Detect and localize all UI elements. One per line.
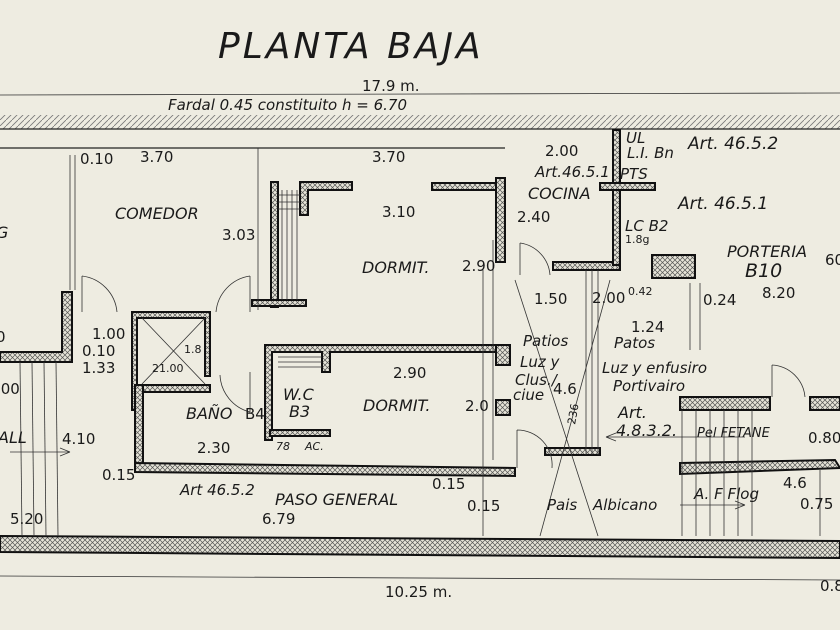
note-ul: UL (626, 129, 645, 147)
dim-2-90-b: 2.90 (393, 364, 426, 382)
room-comedor: COMEDOR (115, 204, 199, 223)
note-clus: Clus./ (515, 371, 559, 389)
dim-3-70-a: 3.70 (140, 148, 173, 166)
note-li-bn: L.I. Bn (627, 144, 674, 162)
dim-8-20: 8.20 (762, 284, 795, 302)
note-78: 78 (276, 440, 290, 453)
dim-3-03: 3.03 (222, 226, 255, 244)
header-note: Fardal 0.45 constituito h = 6.70 (168, 96, 407, 114)
dim-60: 60 (825, 251, 840, 269)
room-paso-general: PASO GENERAL (275, 490, 398, 509)
dim-2-00-top: 2.00 (545, 142, 578, 160)
dim-0-15-b: 0.15 (432, 475, 465, 493)
dim-4-6-b: 4.6 (783, 474, 807, 492)
dim-4-10: 4.10 (62, 430, 95, 448)
overall-dimension-line (0, 92, 840, 96)
dim-0-75: 0.75 (800, 495, 833, 513)
dim-0-15-c: 0.15 (467, 497, 500, 515)
note-patios: Patios (523, 332, 568, 350)
dim-1-8: 1.8 (184, 343, 202, 356)
dimensions: 0.10 3.70 3.70 2.00 3.03 3.10 2.40 2.90 … (0, 142, 840, 595)
note-portivairo: Portivairo (613, 377, 685, 395)
dim-0-8: 0.8 (820, 577, 840, 595)
dim-21-00: 21.00 (152, 362, 184, 375)
dim-0-15-a: 0.15 (102, 466, 135, 484)
dim-1-24: 1.24 (631, 318, 664, 336)
note-art: Art. (617, 403, 647, 422)
room-porteria-code: B10 (745, 260, 782, 282)
note-pts: PTS (620, 165, 648, 183)
room-porteria: PORTERIA (727, 242, 807, 261)
note-art-46-5-2: Art. 46.5.2 (687, 134, 778, 154)
note-albicano: Albicano (592, 496, 657, 514)
dim-2-90-a: 2.90 (462, 257, 495, 275)
note-art-46-5-1-cocina: Art.46.5.1 (534, 163, 610, 181)
note-art-46-5-2-bottom: Art 46.5.2 (179, 481, 255, 499)
dim-2-00-mid: 2.00 (592, 289, 625, 307)
dim-3-70-b: 3.70 (372, 148, 405, 166)
room-wc-code: B3 (289, 402, 310, 421)
room-bano: BAÑO (186, 404, 232, 423)
bottom-dimension-line (0, 575, 840, 581)
dim-0-80: 0.80 (808, 429, 840, 447)
note-ciue: ciue (513, 386, 544, 404)
top-facade-hatch (0, 115, 840, 129)
note-luz-y: Luz y (520, 353, 561, 371)
overall-width: 17.9 m. (362, 77, 420, 95)
room-cocina: COCINA (528, 184, 591, 203)
interior-walls (0, 129, 840, 478)
bottom-wall (0, 534, 840, 560)
dim-0-42: 0.42 (628, 285, 653, 298)
dim-1-50: 1.50 (534, 290, 567, 308)
dim-2-30: 2.30 (197, 439, 230, 457)
note-art-46-5-1: Art. 46.5.1 (677, 194, 768, 214)
note-lc-b2: LC B2 (625, 217, 668, 235)
dim-2-0: 2.0 (465, 397, 489, 415)
dim-4-6-a: 4.6 (553, 380, 577, 398)
dim-5-20: 5.20 (10, 510, 43, 528)
dim-3-10: 3.10 (382, 203, 415, 221)
dim-left-00: .00 (0, 380, 20, 398)
note-4-8-3-2: 4.8.3.2. (616, 421, 677, 440)
note-luz-enfusiro: Luz y enfusiro (602, 359, 707, 377)
stair-and-door-linework (10, 148, 821, 537)
dim-left-0: 0 (0, 328, 6, 346)
room-left-hall-partial: ALL (0, 428, 27, 447)
note-af-flog: A. F Flog (693, 485, 759, 503)
bottom-width: 10.25 m. (385, 583, 452, 601)
dim-1-00: 1.00 (92, 325, 125, 343)
note-1-8g: 1.8g (625, 233, 649, 246)
dim-0-10-mid: 0.10 (82, 342, 115, 360)
room-left-partial: G (0, 223, 8, 242)
note-pel-fetane: Pel FETANE (697, 426, 771, 441)
note-patos: Patos (614, 334, 655, 352)
dim-6-79: 6.79 (262, 510, 295, 528)
room-bano-code: B4 (245, 405, 265, 423)
dim-1-33: 1.33 (82, 359, 115, 377)
dim-0-10-top: 0.10 (80, 150, 113, 168)
dim-0-24: 0.24 (703, 291, 736, 309)
note-ac: AC. (304, 440, 324, 453)
dim-2-40: 2.40 (517, 208, 550, 226)
plan-title: PLANTA BAJA (218, 26, 484, 67)
note-pais: Pais (547, 496, 577, 514)
dim-236: 236 (565, 403, 581, 426)
room-dormitorio-1: DORMIT. (362, 258, 430, 277)
room-dormitorio-2: DORMIT. (363, 396, 431, 415)
annotations: Art. 46.5.2 Art.46.5.1 Art. 46.5.1 Art 4… (179, 129, 778, 514)
room-wc: W.C (283, 385, 315, 404)
